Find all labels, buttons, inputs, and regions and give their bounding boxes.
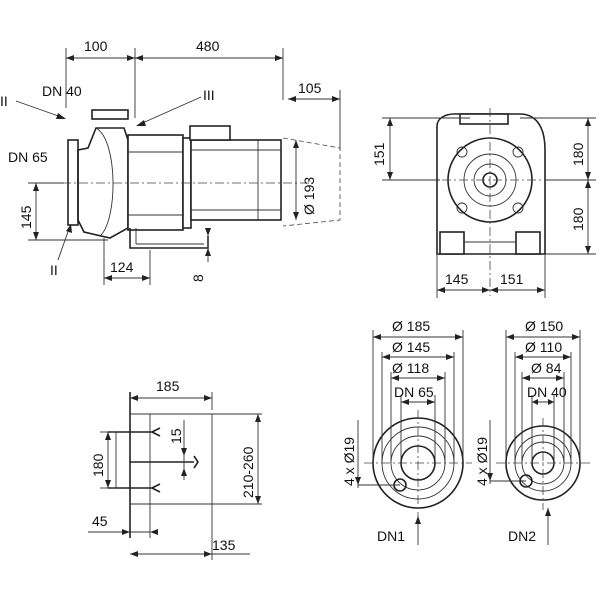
- dim-193: Ø 193: [301, 177, 317, 215]
- dn1-dim-outer: Ø 185: [392, 318, 430, 334]
- bracket: [127, 134, 184, 231]
- discharge-flange: [91, 109, 129, 120]
- suction-flange: [67, 139, 79, 226]
- dim-185-foundation: 185: [156, 378, 180, 394]
- dim-210-260: 210-260: [240, 446, 256, 498]
- dim-145: 145: [18, 205, 34, 229]
- dn2-dim-bore: DN 40: [527, 384, 567, 400]
- dim-124: 124: [110, 259, 134, 275]
- flange-dn2: Ø 150 Ø 110 Ø 84 DN 40 4 x Ø19 DN2: [474, 318, 590, 545]
- dim-135: 135: [212, 537, 236, 553]
- dn1-holes: 4 x Ø19: [341, 437, 357, 486]
- dim-100: 100: [84, 38, 108, 54]
- flange-dn1: Ø 185 Ø 145 Ø 118 DN 65 4 x Ø19 DN1: [341, 318, 472, 545]
- dim-8: 8: [190, 274, 206, 282]
- dn2-label: DN2: [508, 528, 536, 544]
- label-ii-top: II: [0, 93, 8, 109]
- motor-body: [190, 139, 282, 221]
- dim-145-bottom: 145: [445, 271, 469, 287]
- foundation-view: 185 15 180 210-260 45 13: [88, 378, 262, 560]
- label-dn65: DN 65: [8, 149, 48, 165]
- dn1-dim-raised: Ø 118: [392, 360, 429, 376]
- dn2-dim-outer: Ø 150: [525, 318, 563, 334]
- dn2-dim-raised: Ø 84: [531, 360, 562, 376]
- side-view: 100 480 105 II DN 40 III DN 65 II: [0, 38, 341, 285]
- dn1-label: DN1: [377, 528, 405, 544]
- dn1-dim-pcd: Ø 145: [392, 339, 430, 355]
- front-view: 151 180 180 145 151: [371, 108, 596, 298]
- dn2-dim-pcd: Ø 110: [525, 339, 562, 355]
- dim-180-foundation: 180: [90, 453, 106, 477]
- dim-180-bottom: 180: [570, 207, 586, 231]
- dim-151-left: 151: [371, 142, 387, 166]
- dim-151-bottom: 151: [500, 271, 524, 287]
- label-iii: III: [203, 87, 215, 103]
- dim-15: 15: [168, 428, 184, 444]
- dn1-dim-bore: DN 65: [394, 384, 434, 400]
- dim-105: 105: [298, 80, 322, 96]
- dim-480: 480: [196, 38, 220, 54]
- dim-45: 45: [92, 513, 108, 529]
- dn2-holes: 4 x Ø19: [474, 437, 490, 486]
- terminal-box: [189, 125, 231, 141]
- label-dn40: DN 40: [42, 83, 82, 99]
- dim-180-top: 180: [570, 142, 586, 166]
- label-ii-bottom: II: [50, 262, 58, 278]
